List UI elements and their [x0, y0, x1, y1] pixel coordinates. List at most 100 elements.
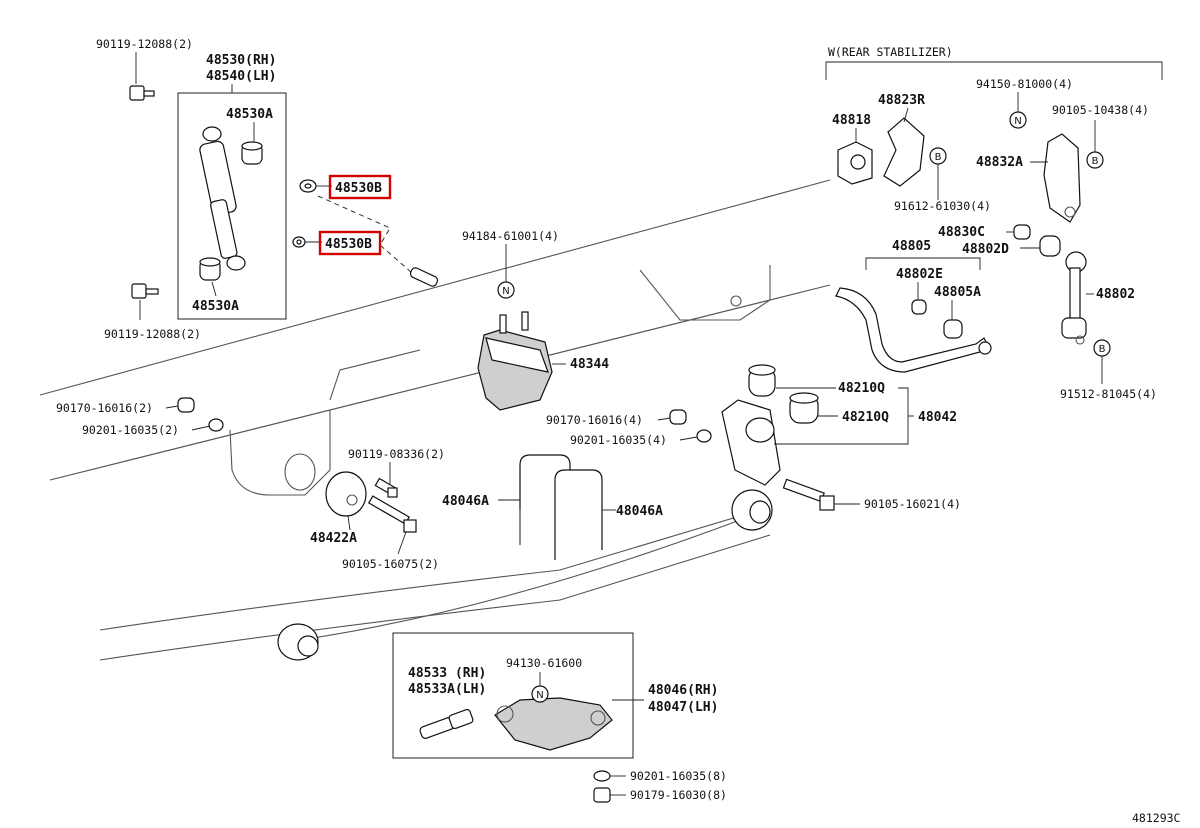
label-48344[interactable]: 48344 — [570, 357, 609, 372]
washer-90201-mid[interactable] — [696, 429, 712, 443]
bushing-48530a-bottom[interactable] — [199, 257, 221, 281]
n-symbol-94150: N — [1009, 111, 1027, 129]
label-48046a-right[interactable]: 48046A — [616, 504, 663, 519]
label-90105-10438[interactable]: 90105-10438(4) — [1052, 103, 1149, 117]
letter-b-icon: B — [1092, 156, 1099, 167]
spring-seat-48046[interactable] — [494, 697, 613, 751]
label-94184[interactable]: 94184-61001(4) — [462, 229, 559, 243]
label-48805a[interactable]: 48805A — [934, 285, 981, 300]
label-48818[interactable]: 48818 — [832, 113, 871, 128]
shock-absorber-group — [177, 92, 287, 320]
nut-symbol-94130: N — [531, 685, 549, 703]
bushing-48830c[interactable] — [1013, 224, 1031, 240]
letter-n-icon: N — [502, 286, 509, 297]
label-48530a-bottom[interactable]: 48530A — [192, 299, 239, 314]
label-48823r[interactable]: 48823R — [878, 93, 925, 108]
bushing-48802e[interactable] — [911, 299, 927, 315]
bolt-90105-16021[interactable] — [782, 478, 835, 511]
highlight-48530b-1 — [328, 174, 392, 200]
stabilizer-bracket-48823r[interactable] — [883, 117, 925, 187]
label-48422a[interactable]: 48422A — [310, 531, 357, 546]
leader-lines — [135, 52, 1103, 796]
stabilizer-bushing-48818[interactable] — [837, 141, 873, 185]
label-48830c[interactable]: 48830C — [938, 225, 985, 240]
label-48530b-1[interactable]: 48530B — [335, 181, 382, 196]
label-48046-rh[interactable]: 48046(RH) — [648, 683, 718, 698]
label-90119-top[interactable]: 90119-12088(2) — [96, 37, 193, 51]
washer-48530b-2[interactable] — [292, 236, 306, 248]
label-48530a-top[interactable]: 48530A — [226, 107, 273, 122]
letter-n-icon: N — [536, 690, 543, 701]
label-48210q-2[interactable]: 48210Q — [842, 410, 889, 425]
spring-eye-front[interactable] — [277, 623, 319, 661]
washer-90201-left[interactable] — [208, 418, 224, 432]
bushing-48210q-top[interactable] — [748, 364, 776, 397]
bushing-48805a[interactable] — [943, 319, 963, 339]
label-90170-mid[interactable]: 90170-16016(4) — [546, 413, 643, 427]
label-90119-08336[interactable]: 90119-08336(2) — [348, 447, 445, 461]
bushing-48210q-right[interactable] — [789, 392, 819, 424]
stabilizer-bracket-48832a[interactable] — [1043, 133, 1081, 223]
stabilizer-bar-48805[interactable] — [835, 287, 992, 373]
b-symbol-91512: B — [1093, 339, 1111, 357]
label-48533-rh[interactable]: 48533 (RH) — [408, 666, 486, 681]
nut-90179[interactable] — [593, 787, 611, 803]
label-90119-bottom[interactable]: 90119-12088(2) — [104, 327, 201, 341]
stabilizer-link-48802[interactable] — [1061, 251, 1087, 345]
spacer-48422a[interactable] — [325, 471, 367, 517]
highlight-48530b-2 — [318, 230, 382, 256]
label-91612[interactable]: 91612-61030(4) — [894, 199, 991, 213]
label-90105-16021[interactable]: 90105-16021(4) — [864, 497, 961, 511]
nut-90170-mid[interactable] — [669, 409, 687, 425]
label-48540-lh[interactable]: 48540(LH) — [206, 69, 276, 84]
label-48042[interactable]: 48042 — [918, 410, 957, 425]
letter-b-icon: B — [935, 152, 942, 163]
label-48802e[interactable]: 48802E — [896, 267, 943, 282]
bump-stopper-48344[interactable] — [477, 311, 553, 411]
label-48533a-lh[interactable]: 48533A(LH) — [408, 682, 486, 697]
label-48805[interactable]: 48805 — [892, 239, 931, 254]
label-94150[interactable]: 94150-81000(4) — [976, 77, 1073, 91]
nut-symbol-94184: N — [497, 281, 515, 299]
frame-rails — [39, 179, 831, 661]
washer-90201-bottom[interactable] — [593, 770, 611, 782]
bushing-48530a-top[interactable] — [241, 141, 263, 165]
bolt-90119-top[interactable] — [129, 85, 155, 101]
u-bolt-48046a-right[interactable] — [554, 469, 603, 560]
label-91512[interactable]: 91512-81045(4) — [1060, 387, 1157, 401]
label-90201-left[interactable]: 90201-16035(2) — [82, 423, 179, 437]
label-90105-16075[interactable]: 90105-16075(2) — [342, 557, 439, 571]
rear-stabilizer-bracket — [825, 61, 1163, 80]
spring-eye-rear[interactable] — [731, 489, 773, 531]
diagram-id: 481293C — [1132, 811, 1181, 825]
stabilizer-bar-bracket — [865, 257, 981, 270]
b-symbol-90105-10438: B — [1086, 151, 1104, 169]
label-48802d[interactable]: 48802D — [962, 242, 1009, 257]
label-48802[interactable]: 48802 — [1096, 287, 1135, 302]
label-90201-bottom[interactable]: 90201-16035(8) — [630, 769, 727, 783]
label-48530-rh[interactable]: 48530(RH) — [206, 53, 276, 68]
label-90170-left[interactable]: 90170-16016(2) — [56, 401, 153, 415]
bolt-90119-08336[interactable] — [374, 477, 398, 498]
bolt-90119-bottom[interactable] — [131, 283, 159, 299]
letter-n-icon: N — [1014, 116, 1021, 127]
label-90201-mid[interactable]: 90201-16035(4) — [570, 433, 667, 447]
shackle-48042[interactable] — [721, 399, 781, 486]
label-48047-lh[interactable]: 48047(LH) — [648, 700, 718, 715]
shock-absorber[interactable] — [199, 126, 246, 271]
label-90179[interactable]: 90179-16030(8) — [630, 788, 727, 802]
stud-48533[interactable] — [419, 708, 474, 740]
nut-90170-left[interactable] — [177, 397, 195, 413]
label-48530b-2[interactable]: 48530B — [325, 237, 372, 252]
bushing-48802d[interactable] — [1039, 235, 1061, 257]
label-48046a-left[interactable]: 48046A — [442, 494, 489, 509]
label-48832a[interactable]: 48832A — [976, 155, 1023, 170]
washer-48530b-1[interactable] — [299, 179, 317, 193]
spring-seat-box — [392, 632, 634, 759]
label-48210q-1[interactable]: 48210Q — [838, 381, 885, 396]
part-labels: 90119-12088(2) 48530(RH) 48540(LH) 48530… — [56, 37, 1181, 825]
label-94130[interactable]: 94130-61600 — [506, 656, 582, 670]
bolt-90105-16075[interactable] — [367, 495, 417, 533]
shock-mount-dashed-line — [317, 195, 421, 281]
